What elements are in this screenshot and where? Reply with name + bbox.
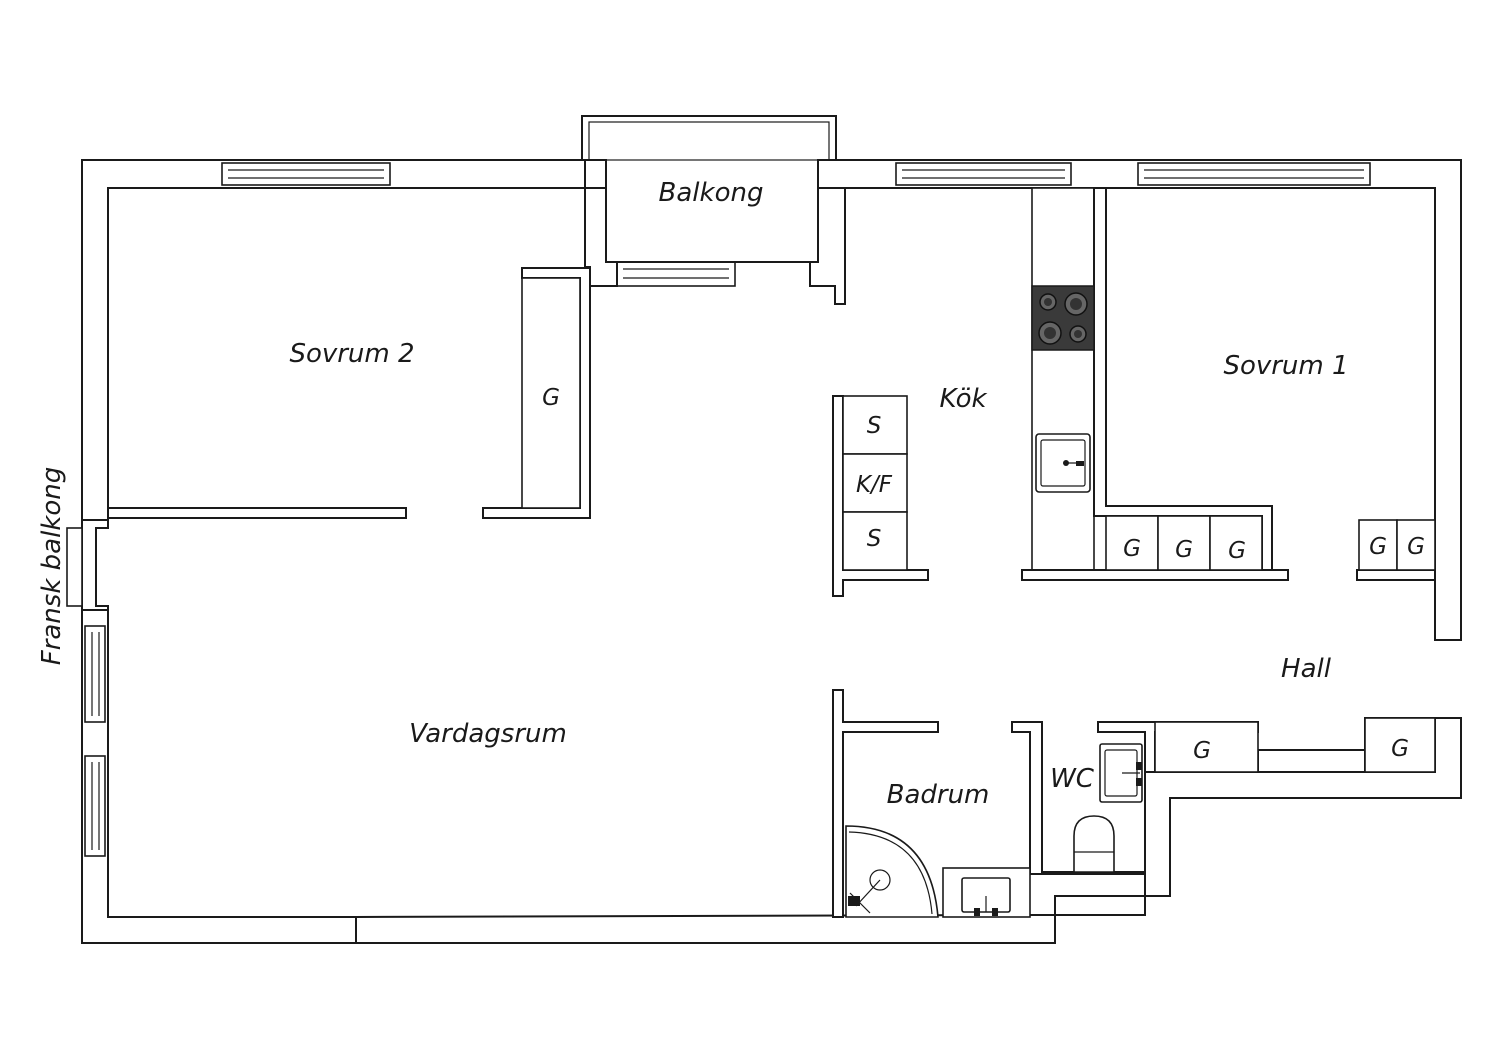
french-balcony [66, 519, 109, 611]
balcony [581, 115, 846, 305]
room-labels: Balkong Sovrum 2 Kök Sovrum 1 Fransk bal… [37, 178, 1349, 810]
label-badrum: Badrum [887, 780, 990, 810]
wardrobe-label: G [542, 385, 560, 411]
kitchen-sink-icon [1035, 433, 1091, 493]
label-vardagsrum: Vardagsrum [409, 719, 567, 749]
label-fransk-balkong: Fransk balkong [37, 467, 67, 666]
wardrobe-label: G [1123, 536, 1141, 562]
label-hall: Hall [1281, 654, 1332, 684]
bathroom-sink-icon [961, 877, 1011, 916]
label-balkong: Balkong [659, 178, 764, 208]
label-wc: WC [1050, 764, 1095, 794]
wardrobe-label: G [1228, 538, 1246, 564]
wardrobe-label: G [1369, 534, 1387, 560]
shower-icon [845, 825, 939, 918]
label-sovrum-2: Sovrum 2 [289, 339, 414, 369]
fridge-freezer-label: K/F [856, 472, 893, 498]
label-kok: Kök [939, 384, 987, 414]
wardrobe-label: G [1407, 534, 1425, 560]
wardrobe-label: G [1175, 537, 1193, 563]
cabinet-labels: G S K/F S G G G G G G G [542, 385, 1425, 764]
wc-sink-icon [1099, 743, 1143, 803]
toilet-icon [1073, 815, 1115, 873]
label-sovrum-1: Sovrum 1 [1223, 351, 1348, 381]
outer-walls [81, 159, 1462, 944]
storage-label: S [867, 413, 882, 439]
stove-icon [1031, 285, 1095, 351]
storage-label: S [867, 526, 882, 552]
wardrobe-label: G [1391, 736, 1409, 762]
wardrobe-label: G [1193, 738, 1211, 764]
cabinets [842, 395, 1436, 773]
